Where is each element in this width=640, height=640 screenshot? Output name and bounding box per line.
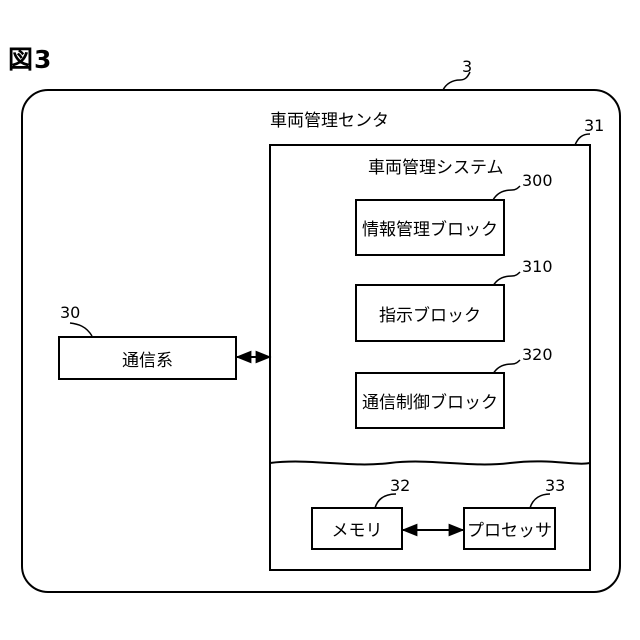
leader-300 bbox=[493, 186, 520, 200]
processor-label: プロセッサ bbox=[467, 516, 552, 541]
info-management-block-label: 情報管理ブロック bbox=[362, 215, 498, 240]
instruction-block: 指示ブロック bbox=[355, 284, 505, 342]
processor-box: プロセッサ bbox=[463, 507, 556, 550]
block-ref-320: 320 bbox=[522, 345, 553, 364]
info-management-block: 情報管理ブロック bbox=[355, 199, 505, 256]
leader-32 bbox=[375, 494, 396, 508]
instruction-block-label: 指示ブロック bbox=[379, 301, 481, 326]
comm-control-block-label: 通信制御ブロック bbox=[362, 388, 498, 413]
block-ref-310: 310 bbox=[522, 257, 553, 276]
system-label: 車両管理システム bbox=[368, 153, 504, 178]
system-ref: 31 bbox=[584, 116, 604, 135]
comm-ref: 30 bbox=[60, 303, 80, 322]
processor-ref: 33 bbox=[545, 476, 565, 495]
memory-ref: 32 bbox=[390, 476, 410, 495]
center-ref: 3 bbox=[462, 57, 472, 76]
memory-label: メモリ bbox=[332, 516, 383, 541]
center-label: 車両管理センタ bbox=[270, 106, 389, 131]
figure-title: 図3 bbox=[8, 40, 52, 76]
separator-wave bbox=[270, 461, 590, 464]
memory-box: メモリ bbox=[311, 507, 403, 550]
comm-system-box: 通信系 bbox=[58, 336, 237, 380]
comm-system-label: 通信系 bbox=[122, 346, 173, 371]
leader-30 bbox=[70, 323, 92, 336]
leader-31 bbox=[575, 134, 590, 145]
leader-33 bbox=[530, 494, 550, 508]
block-ref-300: 300 bbox=[522, 171, 553, 190]
comm-control-block: 通信制御ブロック bbox=[355, 372, 505, 429]
